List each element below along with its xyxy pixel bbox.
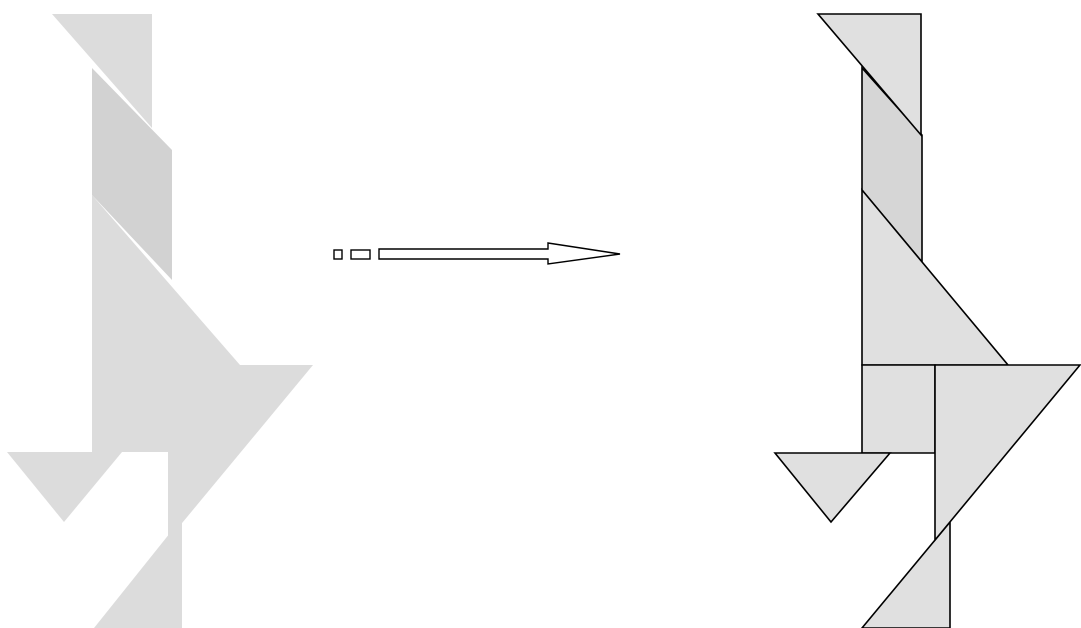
arrow-body bbox=[379, 243, 620, 264]
silhouette-square bbox=[92, 365, 168, 452]
silhouette-left-small-triangle bbox=[7, 452, 122, 522]
solved-left-small-triangle bbox=[775, 453, 890, 522]
transform-arrow bbox=[334, 243, 620, 264]
arrow-dash-medium bbox=[351, 250, 370, 259]
solved-figure bbox=[775, 14, 1080, 628]
silhouette-figure bbox=[7, 14, 313, 628]
solved-square bbox=[862, 365, 935, 453]
silhouette-right-triangle bbox=[168, 365, 313, 540]
solved-middle-triangle bbox=[862, 190, 1008, 365]
silhouette-bottom-small-triangle bbox=[94, 518, 182, 628]
arrow-dash-small bbox=[334, 250, 342, 259]
solved-right-triangle bbox=[935, 365, 1080, 540]
